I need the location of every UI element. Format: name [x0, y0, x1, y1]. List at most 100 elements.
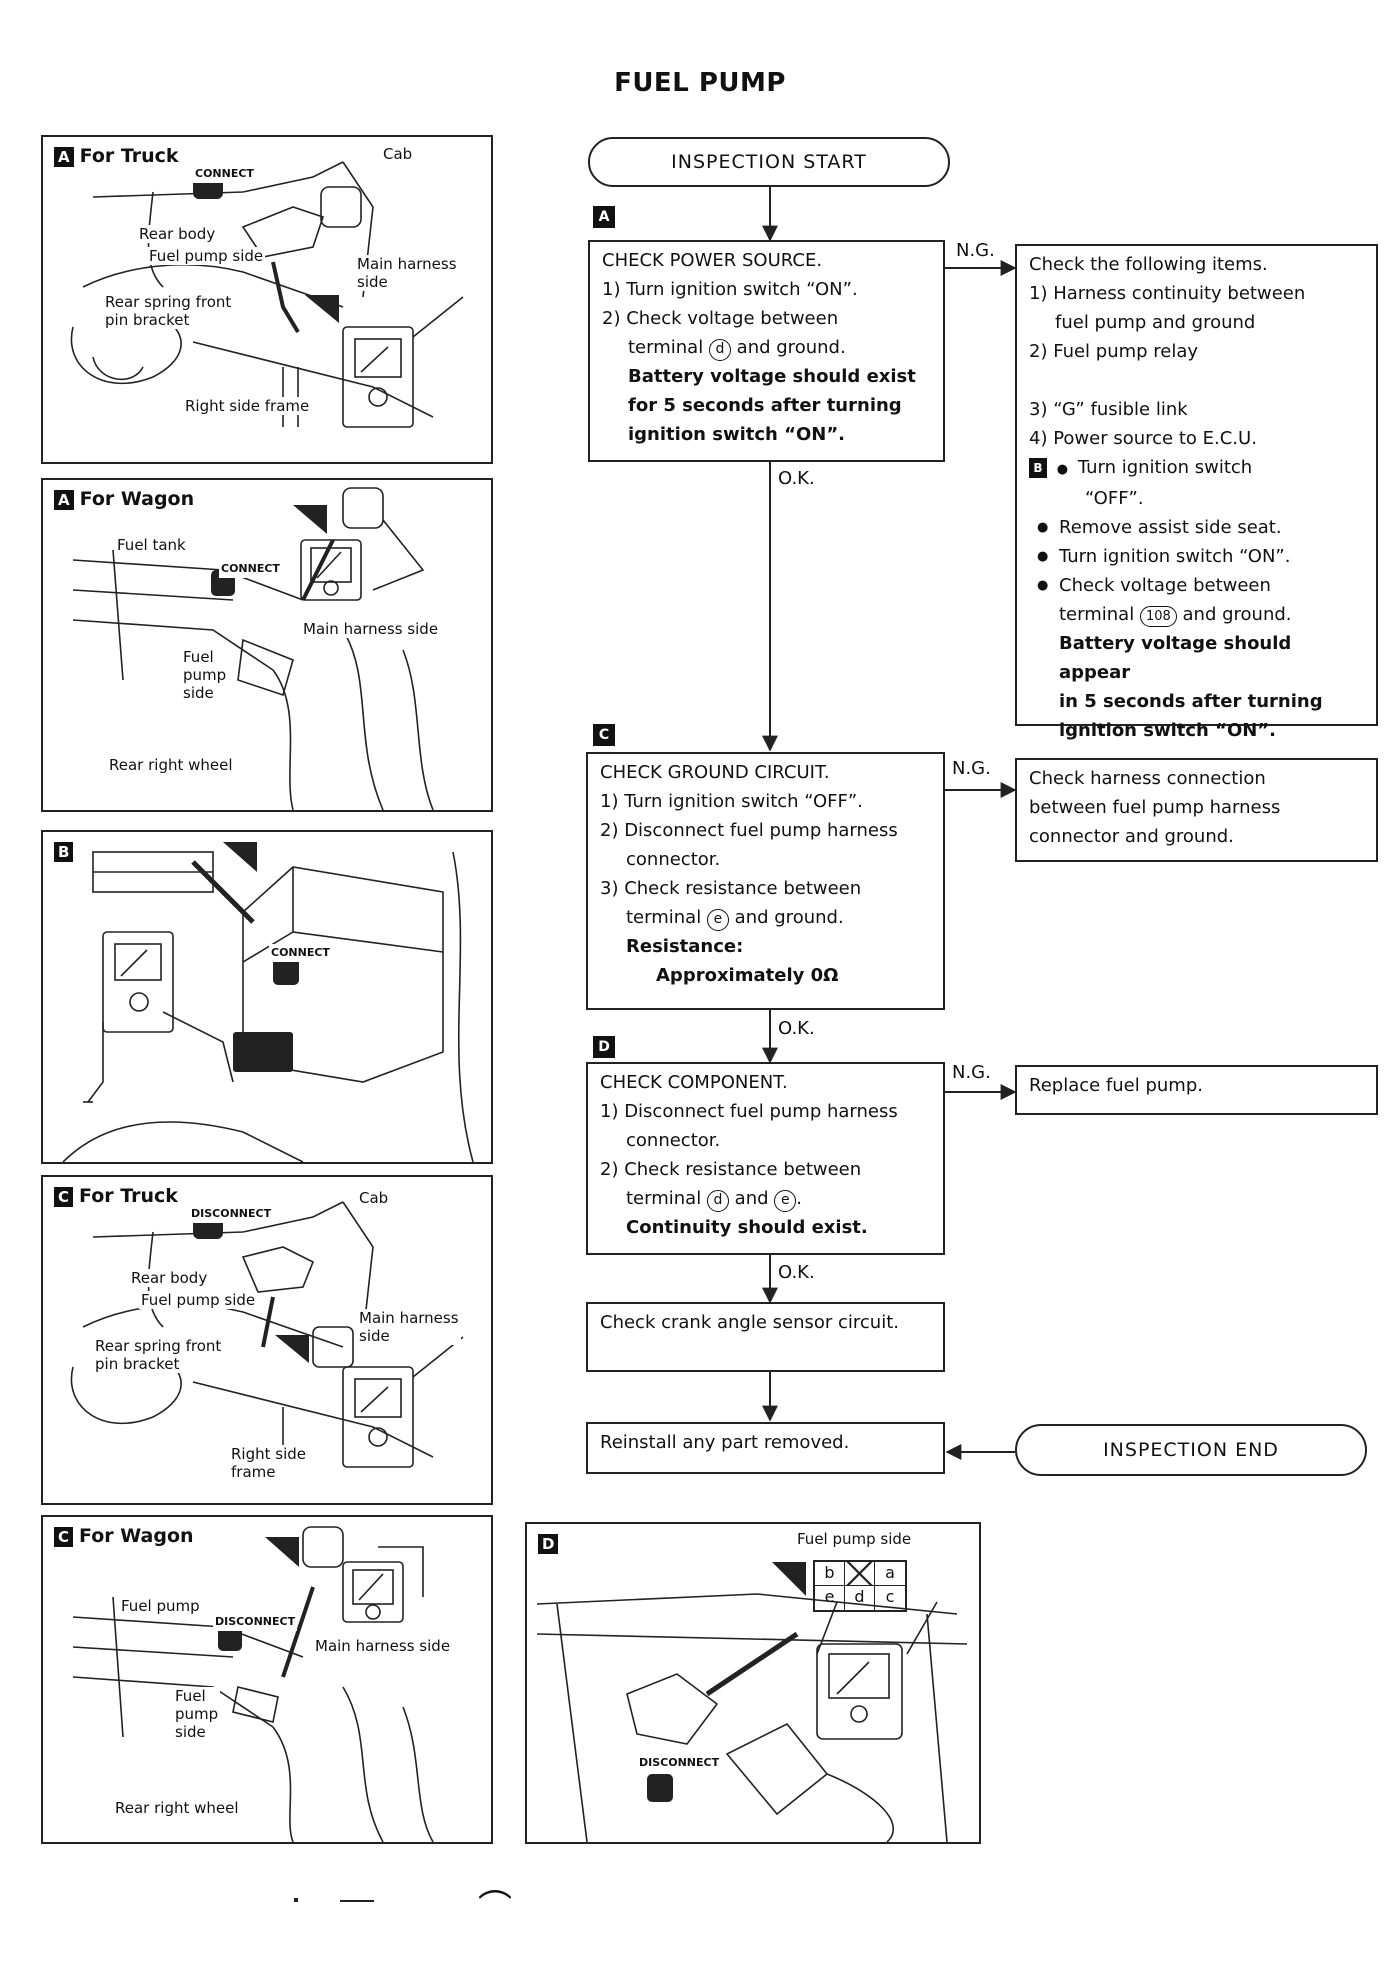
pin-d: d: [845, 1586, 875, 1610]
spec-line: Battery voltage should appear: [1059, 633, 1292, 683]
rear-spring-label: Rear spring front pin bracket: [103, 293, 234, 329]
text-line: connector and ground.: [1029, 826, 1234, 847]
terminal-e: e: [706, 909, 729, 931]
item-line: 4) Power source to E.C.U.: [1029, 428, 1257, 449]
check-power-source-box: CHECK POWER SOURCE. 1) Turn ignition swi…: [588, 240, 945, 462]
text: and ground.: [734, 907, 844, 928]
reinstall-box: Reinstall any part removed.: [586, 1422, 945, 1474]
figure-title: For Wagon: [79, 488, 195, 510]
text-line: between fuel pump harness: [1029, 797, 1281, 818]
step-line: terminal e and ground.: [600, 903, 931, 932]
footer-dot: [294, 1898, 298, 1902]
check-items-box: Check the following items. 1) Harness co…: [1015, 244, 1378, 741]
figure-letter: C: [54, 1527, 74, 1547]
check-component-title: CHECK COMPONENT.: [600, 1072, 788, 1093]
replace-fuel-pump-box: Replace fuel pump.: [1015, 1065, 1378, 1115]
disconnect-label: DISCONNECT: [637, 1754, 722, 1772]
fuel-pump-label: Fuel pump: [119, 1597, 202, 1615]
terminal-108: 108: [1139, 606, 1177, 627]
main-harness-side-label: Main harness side: [357, 1309, 461, 1345]
terminal-d: d: [708, 339, 731, 361]
step-letter-a: A: [593, 206, 615, 228]
text: terminal: [1059, 604, 1135, 625]
step-line: 1) Disconnect fuel pump harness: [600, 1101, 898, 1122]
ecu-harness-illustration: [62, 842, 474, 1162]
step-line: 1) Turn ignition switch “ON”.: [602, 279, 858, 300]
right-side-frame-label: Right side frame: [183, 397, 312, 415]
figure-d: D Fuel pump side DISCONNECT b a e d c: [525, 1522, 981, 1844]
step-line: 1) Turn ignition switch “OFF”.: [600, 791, 863, 812]
text: terminal: [626, 1188, 702, 1209]
figure-letter: A: [54, 490, 74, 510]
fuel-pump-connector-illustration: [536, 1562, 968, 1842]
text-line: Reinstall any part removed.: [600, 1432, 850, 1453]
ok-label: O.K.: [778, 1262, 815, 1283]
text: .: [796, 1188, 803, 1209]
connect-label: CONNECT: [219, 560, 282, 578]
fuel-pump-side-label: Fuel pump side: [139, 1291, 258, 1309]
spec-line: Continuity should exist.: [626, 1217, 868, 1238]
harness-connection-box: Check harness connection between fuel pu…: [1015, 758, 1378, 862]
fuel-pump-side-label: Fuel pump side: [181, 648, 229, 702]
ok-label: O.K.: [778, 1018, 815, 1039]
connect-label: CONNECT: [193, 165, 256, 183]
ng-label: N.G.: [952, 1062, 991, 1083]
item-line: fuel pump and ground: [1055, 312, 1256, 333]
step-line: terminal d and e.: [600, 1184, 931, 1213]
step-line: 2) Check resistance between: [600, 1159, 862, 1180]
step-letter-c: C: [593, 724, 615, 746]
truck-fuel-pump-illustration: [70, 161, 464, 428]
spec-line: for 5 seconds after turning: [628, 395, 902, 416]
connector-pin-grid: b a e d c: [813, 1560, 907, 1612]
fuel-pump-side-label: Fuel pump side: [147, 247, 266, 265]
terminal-d: d: [706, 1190, 729, 1212]
item-line: 2) Fuel pump relay: [1029, 341, 1199, 362]
spec-line: Resistance:: [626, 936, 744, 957]
footer-dash: [340, 1900, 374, 1902]
spacer: [1029, 366, 1364, 395]
crank-angle-sensor-box: Check crank angle sensor circuit.: [586, 1302, 945, 1372]
pin-empty: [845, 1562, 875, 1586]
figure-letter: A: [54, 147, 74, 167]
disconnect-label: DISCONNECT: [189, 1205, 274, 1223]
step-line: connector.: [626, 849, 721, 870]
item-line: terminal 108 and ground.: [1029, 600, 1364, 629]
pin-e: e: [815, 1586, 845, 1610]
right-side-frame-label: Right side frame: [229, 1445, 308, 1481]
item-line: 3) “G” fusible link: [1029, 399, 1188, 420]
figure-letter: C: [54, 1187, 74, 1207]
fuel-pump-side-label: Fuel pump side: [795, 1530, 914, 1548]
bullet-item: Remove assist side seat.: [1029, 513, 1364, 542]
main-harness-side-label: Main harness side: [355, 255, 459, 291]
pin-c: c: [885, 1587, 895, 1606]
pin-a: a: [875, 1562, 905, 1586]
step-line: 2) Disconnect fuel pump harness: [600, 820, 898, 841]
figure-letter: B: [54, 842, 74, 862]
figure-d-title: D: [535, 1532, 568, 1554]
bullet-item: Check voltage between: [1029, 571, 1364, 600]
inspection-start: INSPECTION START: [588, 137, 950, 187]
spec-line: ignition switch “ON”.: [628, 424, 845, 445]
fuel-tank-label: Fuel tank: [115, 536, 188, 554]
figure-title: For Truck: [79, 145, 179, 167]
figure-b: B CONNECT: [41, 830, 493, 1164]
disconnect-label: DISCONNECT: [213, 1613, 298, 1631]
page-title: FUEL PUMP: [614, 68, 786, 98]
spec-line: in 5 seconds after turning: [1059, 691, 1323, 712]
rear-right-wheel-label: Rear right wheel: [113, 1799, 241, 1817]
step-line: 3) Check resistance between: [600, 878, 862, 899]
terminal-e: e: [774, 1190, 797, 1212]
figure-b-title: B: [51, 840, 83, 862]
rear-spring-label: Rear spring front pin bracket: [93, 1337, 224, 1373]
figure-letter: D: [538, 1534, 559, 1554]
text-line: Check crank angle sensor circuit.: [600, 1312, 899, 1333]
ng-label: N.G.: [952, 758, 991, 779]
check-power-source-title: CHECK POWER SOURCE.: [602, 250, 823, 271]
